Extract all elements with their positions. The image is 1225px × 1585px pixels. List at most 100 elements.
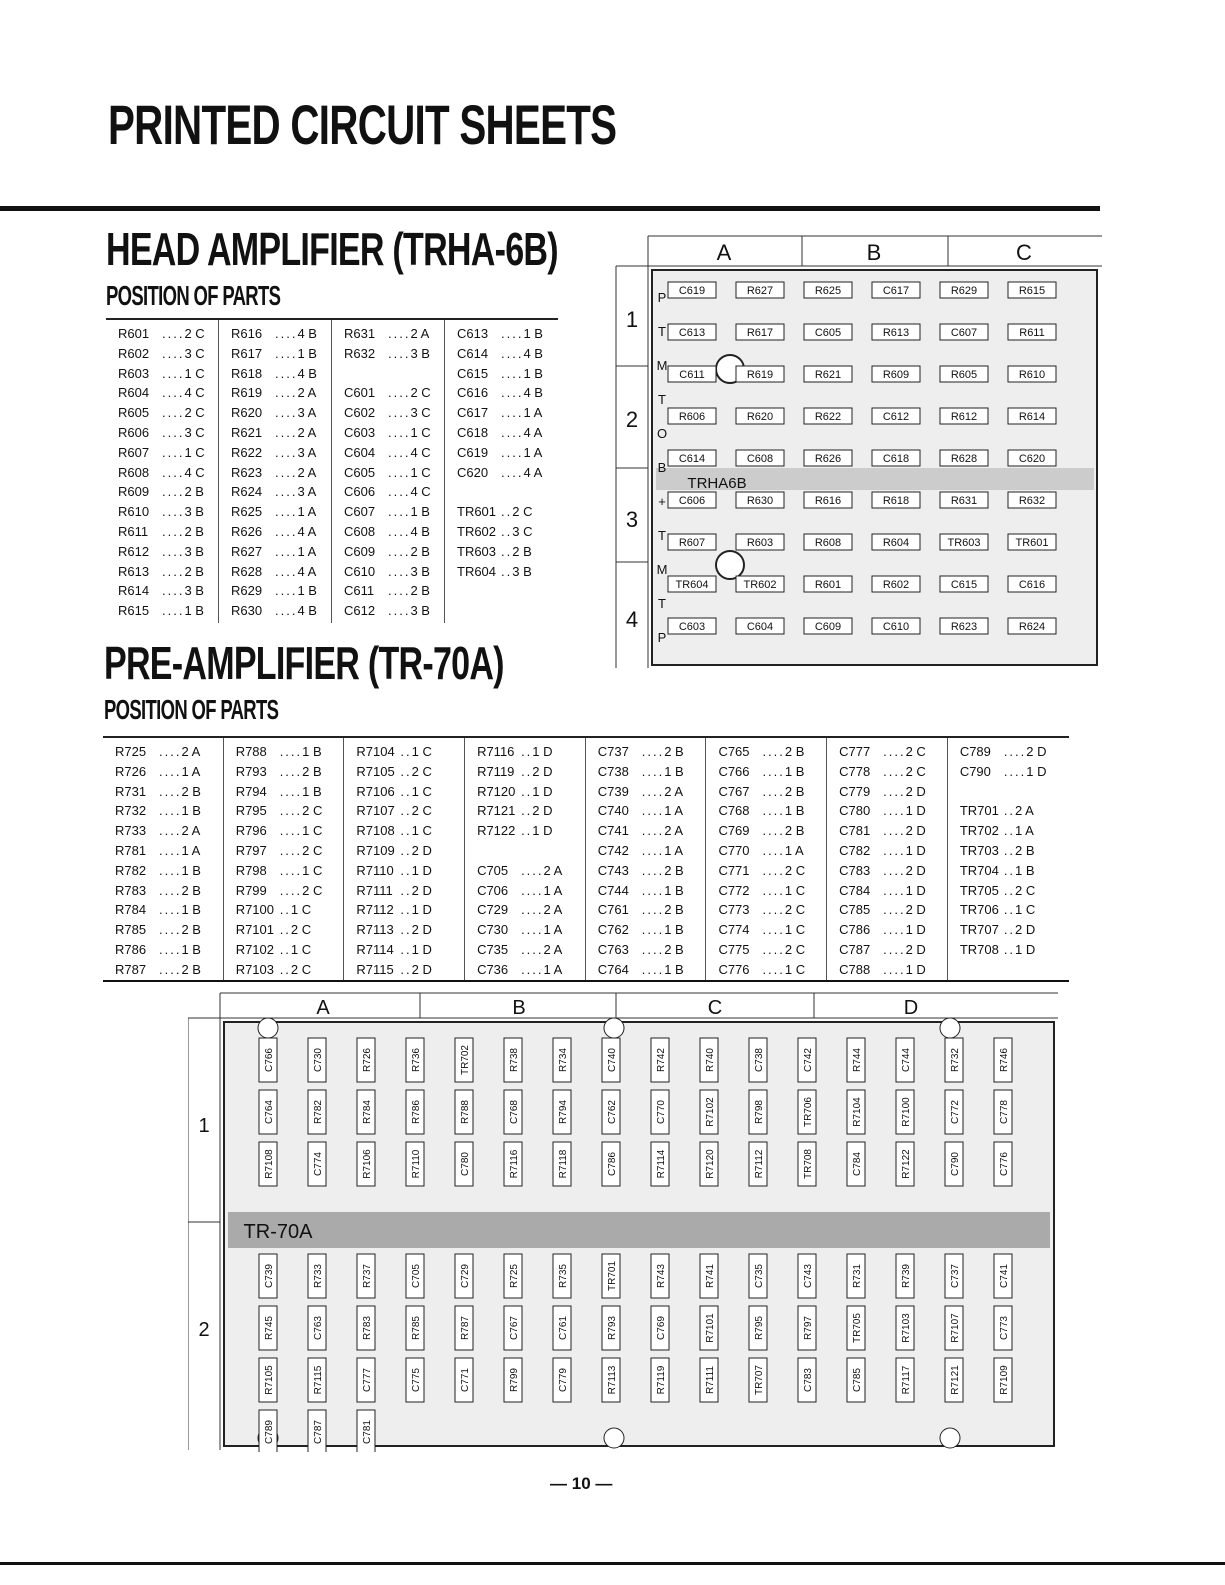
parts-row: C778....2 C xyxy=(839,764,947,784)
component-outline xyxy=(846,1141,866,1187)
parts-row: R629....1 B xyxy=(231,583,331,603)
part-position: 2 C xyxy=(184,326,205,341)
part-position: 1 C xyxy=(290,902,312,918)
part-id: R618 xyxy=(231,365,263,381)
parts-row: C780....1 D xyxy=(839,803,947,823)
part-id: C743 xyxy=(597,862,629,878)
part-id: R785 xyxy=(115,922,147,938)
parts-row: C612....3 B xyxy=(344,603,444,623)
parts-row: R7109..2 D xyxy=(356,843,464,863)
parts-row: R628....4 A xyxy=(231,564,331,584)
part-id: C766 xyxy=(718,763,750,779)
component-outline xyxy=(895,1357,915,1403)
part-position: 2 C xyxy=(784,862,806,878)
part-id: R609 xyxy=(118,484,150,500)
part-id: R616 xyxy=(231,326,263,341)
part-position: 2 B xyxy=(184,563,204,579)
component-outline xyxy=(895,1253,915,1299)
component-label: C613 xyxy=(679,327,705,339)
parts-row: C773....2 C xyxy=(718,902,826,922)
pin-label: T xyxy=(658,324,666,339)
grid-row-label: 2 xyxy=(626,407,638,432)
part-id: C613 xyxy=(457,326,489,341)
leader-dots: .. xyxy=(400,783,412,799)
component-label: R725 xyxy=(509,1264,520,1288)
component-outline xyxy=(699,1141,719,1187)
part-position: 2 A xyxy=(410,326,430,341)
parts-row: R7111..2 D xyxy=(356,883,464,903)
parts-row: C781....2 D xyxy=(839,823,947,843)
component-label: C763 xyxy=(313,1316,324,1340)
component-label: R601 xyxy=(815,579,841,591)
parts-row: C738....1 B xyxy=(598,764,706,784)
part-position: 3 A xyxy=(297,444,317,460)
part-id: R615 xyxy=(118,603,150,619)
part-id: C739 xyxy=(597,783,629,799)
component-outline xyxy=(601,1305,621,1351)
leader-dots: .... xyxy=(162,464,185,480)
part-id: R7111 xyxy=(356,882,393,898)
leader-dots: .... xyxy=(279,862,303,878)
leader-dots: .. xyxy=(400,961,412,977)
component-label: C767 xyxy=(509,1316,520,1340)
part-id: TR707 xyxy=(959,922,999,938)
part-position: 3 B xyxy=(184,504,204,520)
parts-row: R7108..1 C xyxy=(356,823,464,843)
leader-dots: .... xyxy=(388,464,411,480)
part-id: R797 xyxy=(235,842,267,858)
leader-dots: .. xyxy=(1003,842,1016,858)
component-outline xyxy=(307,1141,327,1187)
component-label: C741 xyxy=(999,1264,1010,1288)
component-outline xyxy=(667,449,717,467)
component-label: R617 xyxy=(747,327,773,339)
component-label: TR702 xyxy=(460,1045,471,1075)
part-id: R7100 xyxy=(235,902,274,918)
part-position: 2 D xyxy=(532,803,553,819)
leader-dots: .... xyxy=(388,326,411,341)
component-label: C615 xyxy=(951,579,977,591)
part-id: C774 xyxy=(718,922,750,938)
component-label: C619 xyxy=(679,285,705,297)
component-label: TR604 xyxy=(675,579,708,591)
part-id: R7113 xyxy=(356,922,394,938)
parts-row: TR701..2 A xyxy=(960,803,1069,823)
parts-row: R7106..1 C xyxy=(356,784,464,804)
part-position: 1 D xyxy=(905,842,926,858)
parts-row: R611....2 B xyxy=(118,524,218,544)
component-label: TR601 xyxy=(1015,537,1048,549)
part-position: 2 C xyxy=(905,763,926,779)
parts-row: C763....2 B xyxy=(598,942,706,962)
component-label: C618 xyxy=(883,453,909,465)
leader-dots: .... xyxy=(641,922,665,938)
leader-dots: .... xyxy=(641,744,665,759)
parts-row: R725....2 A xyxy=(115,744,223,764)
component-outline xyxy=(846,1357,866,1403)
part-id: R606 xyxy=(118,424,150,440)
part-position: 1 A xyxy=(664,842,683,858)
component-label: C777 xyxy=(362,1368,373,1392)
component-outline xyxy=(405,1357,425,1403)
component-outline xyxy=(1007,491,1057,509)
component-label: R620 xyxy=(747,411,773,423)
part-position: 4 B xyxy=(297,326,317,341)
parts-row xyxy=(457,484,558,504)
parts-row: TR601..2 C xyxy=(457,504,558,524)
leader-dots: .. xyxy=(501,563,513,579)
part-position: 1 D xyxy=(905,961,926,977)
parts-row: R7114..1 D xyxy=(356,942,464,962)
parts-row: C601....2 C xyxy=(344,385,444,405)
part-position: 2 C xyxy=(302,842,323,858)
parts-row: C611....2 B xyxy=(344,583,444,603)
component-label: C612 xyxy=(883,411,909,423)
part-id: C767 xyxy=(718,783,750,799)
part-id: C737 xyxy=(597,744,629,759)
part-position: 1 D xyxy=(905,882,926,898)
part-position: 1 A xyxy=(543,961,563,977)
leader-dots: .. xyxy=(1003,902,1016,918)
part-position: 2 C xyxy=(302,803,323,819)
part-position: 1 D xyxy=(905,803,926,819)
